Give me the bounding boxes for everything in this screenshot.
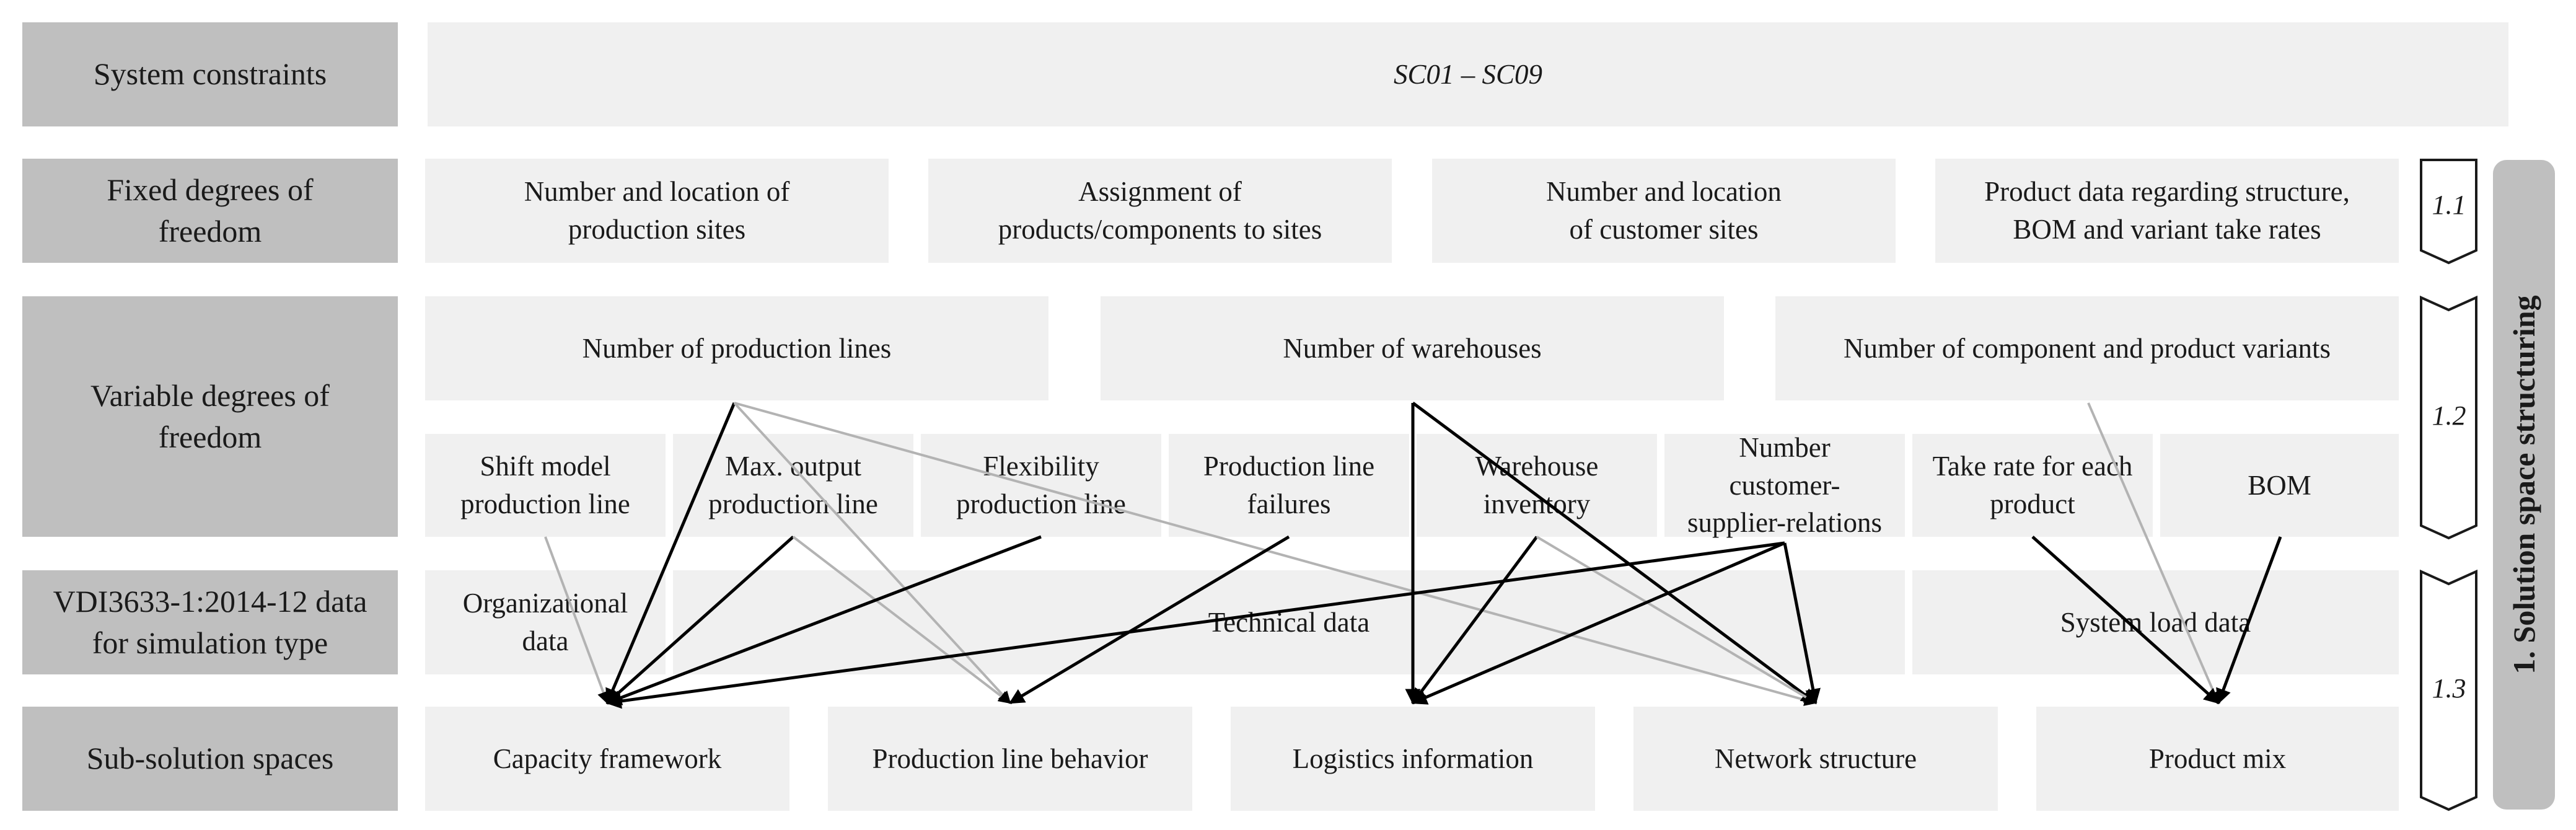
data-type-technical: Technical data [673, 570, 1905, 674]
fixed-dof-product-data: Product data regarding structure, BOM an… [1935, 159, 2399, 263]
solution-space-structuring-bar: 1. Solution space structuring [2493, 160, 2555, 810]
variable-dof-customer-supplier-relations: Number customer- supplier-relations [1664, 432, 1905, 538]
step-label-1-1: 1.1 [2432, 190, 2466, 220]
row-label-system-constraints: System constraints [22, 22, 398, 126]
solution-space-structuring-label: 1. Solution space structuring [2507, 295, 2541, 674]
variable-dof-bom: BOM [2160, 434, 2399, 537]
variable-dof-shift-model: Shift model production line [425, 434, 666, 537]
sub-space-capacity-framework: Capacity framework [425, 707, 789, 811]
variable-dof-warehouse-inventory: Warehouse inventory [1417, 434, 1657, 537]
data-type-system-load: System load data [1912, 570, 2399, 674]
step-label-1-3: 1.3 [2432, 673, 2466, 704]
variable-dof-production-lines: Number of production lines [425, 296, 1048, 400]
step-label-1-2: 1.2 [2432, 400, 2466, 431]
fixed-dof-customer-sites: Number and location of customer sites [1432, 159, 1896, 263]
fixed-dof-production-sites: Number and location of production sites [425, 159, 889, 263]
sub-space-product-mix: Product mix [2036, 707, 2399, 811]
system-constraints-range: SC01 – SC09 [428, 22, 2508, 126]
row-label-vdi-data: VDI3633-1:2014-12 data for simulation ty… [22, 570, 398, 674]
variable-dof-warehouses: Number of warehouses [1101, 296, 1724, 400]
fixed-dof-assignment-to-sites: Assignment of products/components to sit… [928, 159, 1392, 263]
sub-space-network-structure: Network structure [1633, 707, 1998, 811]
variable-dof-variants: Number of component and product variants [1775, 296, 2399, 400]
row-label-fixed-degrees-of-freedom: Fixed degrees of freedom [22, 159, 398, 263]
row-label-sub-solution-spaces: Sub-solution spaces [22, 707, 398, 811]
row-label-variable-degrees-of-freedom: Variable degrees of freedom [22, 296, 398, 537]
data-type-organizational: Organizational data [425, 570, 666, 674]
variable-dof-flexibility: Flexibility production line [921, 434, 1161, 537]
sub-space-production-line-behavior: Production line behavior [828, 707, 1192, 811]
sub-space-logistics-information: Logistics information [1231, 707, 1595, 811]
variable-dof-line-failures: Production line failures [1169, 434, 1409, 537]
variable-dof-max-output: Max. output production line [673, 434, 913, 537]
variable-dof-take-rate: Take rate for each product [1912, 434, 2153, 537]
